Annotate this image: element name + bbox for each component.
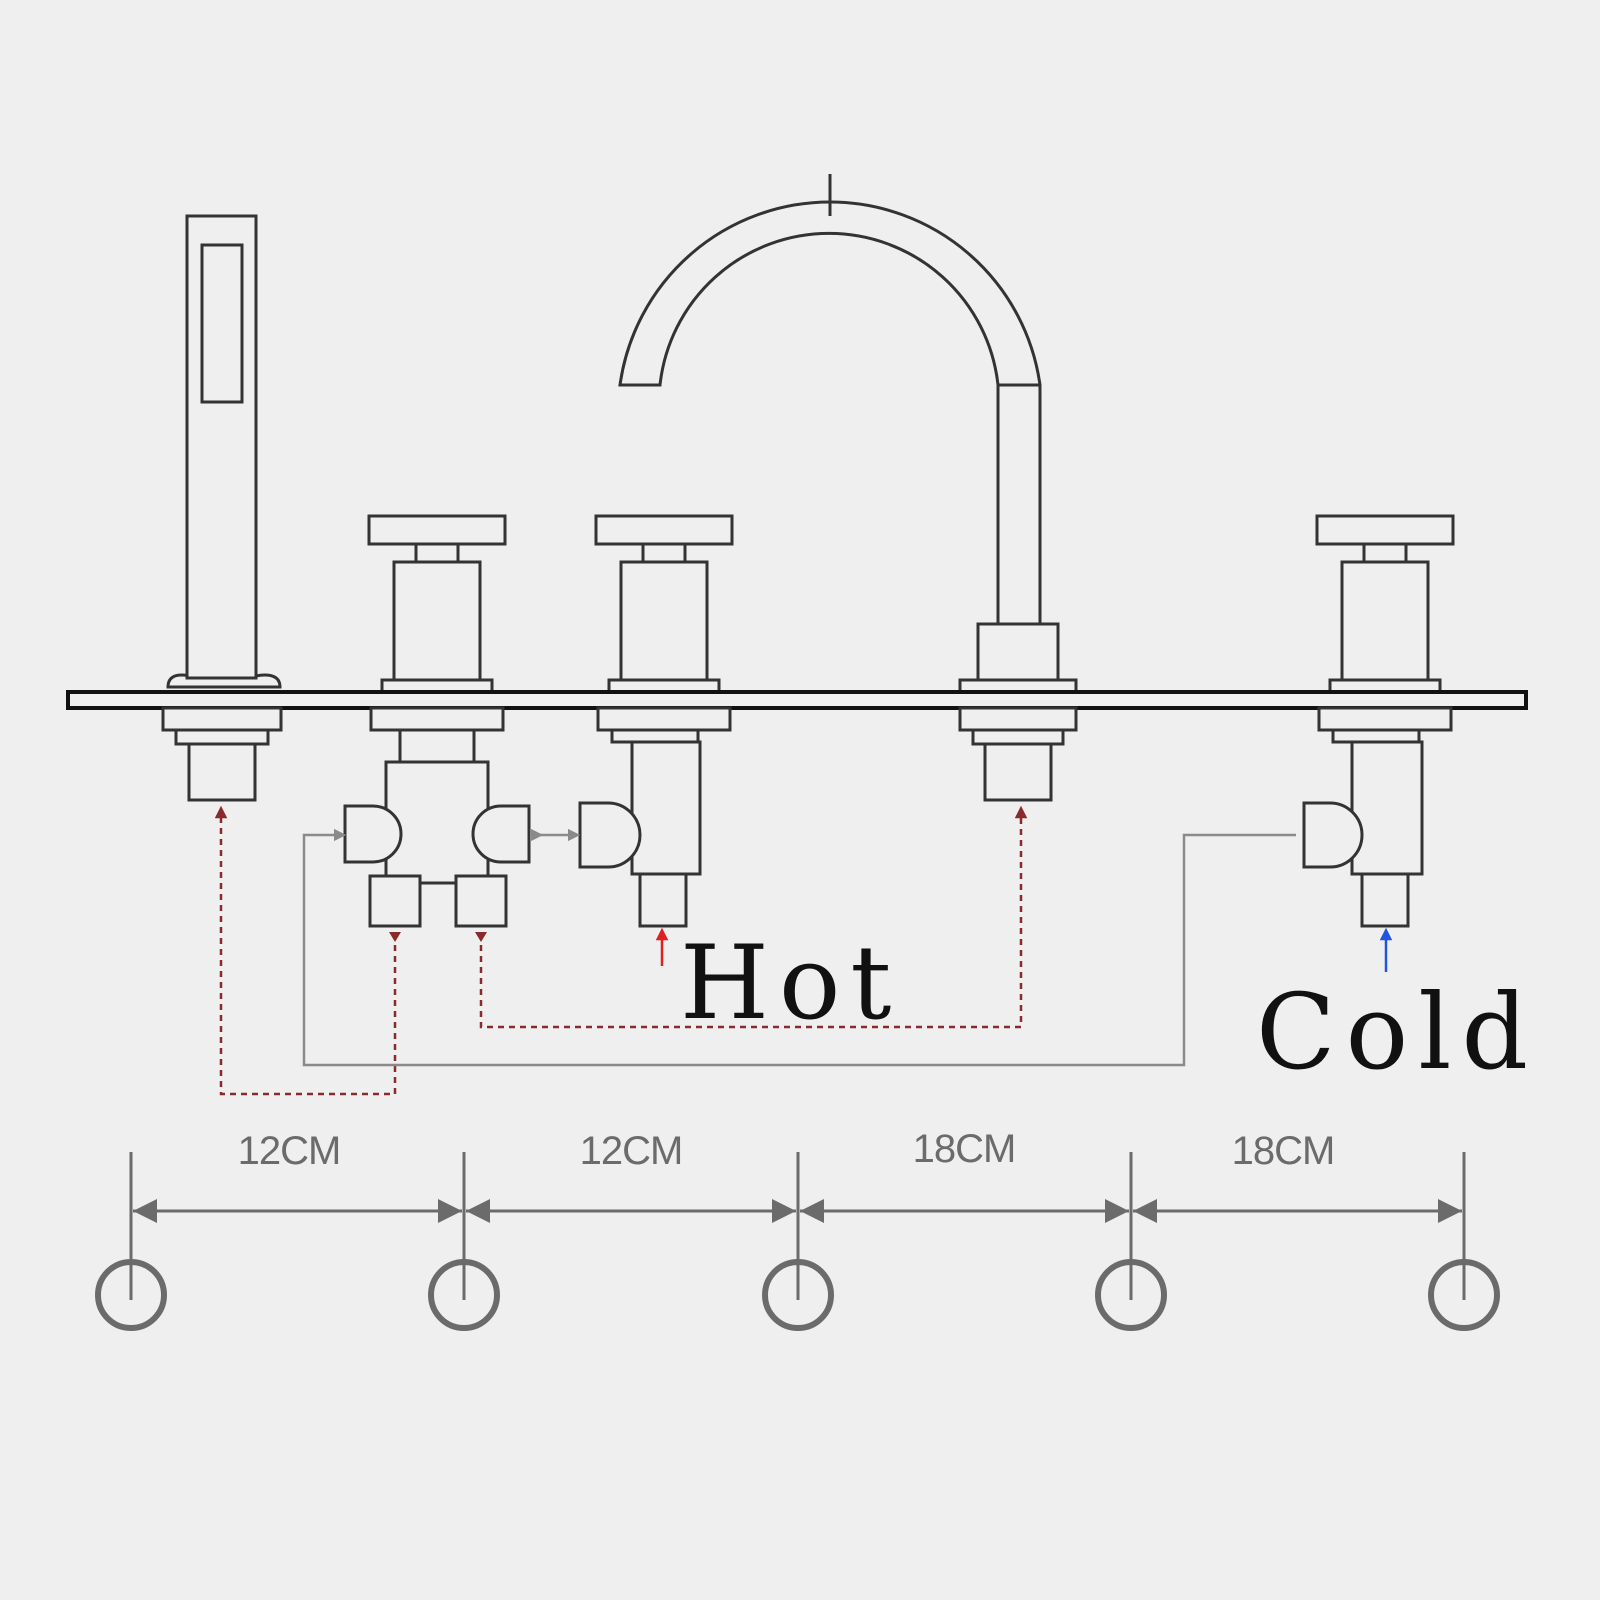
hot-pipe-to-spout [479, 805, 1028, 1029]
hand-shower-connector [161, 706, 283, 802]
mounting-hole-3 [762, 1259, 834, 1331]
bath-spout [618, 174, 1078, 694]
diverter-valve-body [343, 706, 531, 928]
cold-pipe-main [302, 828, 1296, 1067]
spacing-dimensions: 12CM 12CM 18CM 18CM [129, 1127, 1466, 1300]
hot-outlet-pipes [214, 805, 1028, 1096]
dimension-ticks [129, 1152, 1466, 1300]
dimension-label-3: 18CM [913, 1127, 1016, 1171]
cold-valve-body [1302, 706, 1453, 928]
bath-deck [66, 690, 1528, 710]
diverter-handle [367, 514, 507, 694]
dimension-label-1: 12CM [238, 1129, 341, 1173]
hot-handle [594, 514, 734, 694]
cold-handle [1315, 514, 1455, 694]
cold-label: Cold [1256, 971, 1538, 1093]
hot-pipe-to-hand-shower [214, 805, 397, 1096]
mounting-holes [95, 1259, 1500, 1331]
hot-label: Hot [680, 924, 901, 1043]
cold-supply-pipes [302, 828, 1296, 1067]
hot-pipe-marker-2 [475, 932, 487, 942]
mounting-hole-1 [95, 1259, 167, 1331]
mounting-hole-4 [1095, 1259, 1167, 1331]
dimension-label-2: 12CM [580, 1129, 683, 1173]
mounting-hole-5 [1428, 1259, 1500, 1331]
hot-pipe-marker-1 [389, 932, 401, 942]
spout-connector [958, 706, 1078, 802]
dimension-label-4: 18CM [1232, 1129, 1335, 1173]
hot-valve-body [578, 706, 732, 928]
hand-shower [166, 214, 282, 689]
mounting-hole-2 [428, 1259, 500, 1331]
